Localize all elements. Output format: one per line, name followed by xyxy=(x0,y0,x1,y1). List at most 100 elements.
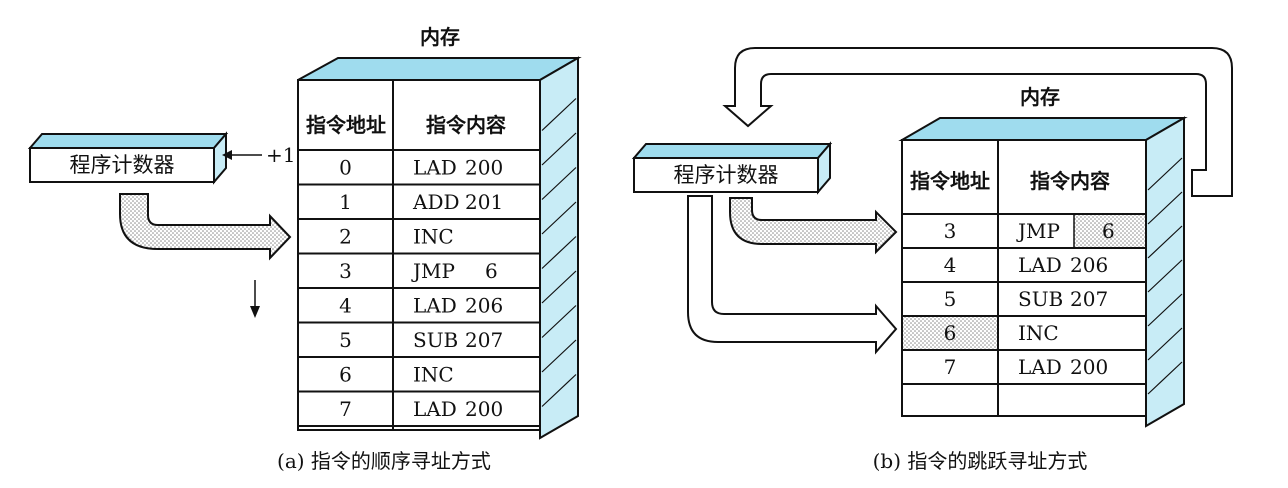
row-address: 5 xyxy=(944,287,957,311)
memory-row: 7 LAD 200 xyxy=(902,355,1146,385)
memory-row: 4 LAD 206 xyxy=(298,293,540,324)
increment-arrow: +1 xyxy=(222,143,295,167)
memory-row: 5 SUB 207 xyxy=(902,287,1146,317)
jump-fetch-arrow xyxy=(729,197,898,255)
row-address: 3 xyxy=(339,259,352,283)
side-hatch-line xyxy=(1147,259,1183,293)
memory-side-face-right xyxy=(1145,116,1185,428)
row-address: 0 xyxy=(339,155,352,179)
row-opcode: LAD xyxy=(413,155,457,179)
pc-label-right: 程序计数器 xyxy=(674,163,779,187)
memory-row: 7 LAD 200 xyxy=(298,397,540,427)
row-address: 5 xyxy=(339,328,352,352)
side-hatch-line xyxy=(541,305,577,338)
row-operand: 206 xyxy=(1070,253,1108,277)
sequential-down-arrow xyxy=(250,280,260,318)
col-header-content-right: 指令内容 xyxy=(1030,169,1110,193)
row-operand: 201 xyxy=(465,190,503,214)
col-header-address-left: 指令地址 xyxy=(306,113,386,137)
program-counter-left: 程序计数器 xyxy=(27,131,229,185)
row-address: 7 xyxy=(339,397,352,421)
side-hatch-line xyxy=(541,270,577,304)
row-operand: 206 xyxy=(465,293,503,317)
row-address: 6 xyxy=(339,362,352,386)
row-opcode: LAD xyxy=(1018,253,1062,277)
pc-front-right xyxy=(633,157,819,193)
program-counter-right: 程序计数器 xyxy=(631,141,833,195)
caption-right: (b) 指令的跳跃寻址方式 xyxy=(873,449,1088,473)
row-opcode: INC xyxy=(413,224,454,248)
memory-title-left: 内存 xyxy=(420,25,460,49)
row-opcode: LAD xyxy=(1018,355,1062,379)
row-address: 6 xyxy=(944,321,957,345)
side-hatch-line xyxy=(1147,361,1183,395)
memory-row: 0 LAD 200 xyxy=(298,155,540,186)
side-hatch-line xyxy=(541,98,577,131)
memory-row: 4 LAD 206 xyxy=(902,253,1146,283)
increment-label: +1 xyxy=(266,143,295,167)
side-hatch-line xyxy=(541,167,577,200)
memory-front-right xyxy=(901,139,1147,417)
row-opcode: JMP xyxy=(1016,219,1060,243)
row-opcode: INC xyxy=(413,362,454,386)
row-operand: 200 xyxy=(465,155,503,179)
highlighted-operand-cell xyxy=(1074,215,1145,247)
pc-front-left xyxy=(29,147,215,183)
side-hatch-line xyxy=(541,374,577,407)
row-address: 1 xyxy=(339,190,352,214)
side-hatch-line xyxy=(541,236,577,269)
side-hatch-line xyxy=(1147,293,1183,327)
side-hatch-line xyxy=(1147,327,1183,361)
caption-left: (a) 指令的顺序寻址方式 xyxy=(277,449,491,473)
row-address: 4 xyxy=(339,293,352,317)
memory-title-right: 内存 xyxy=(1020,85,1060,109)
row-address: 2 xyxy=(339,224,352,248)
sequential-fetch-arrow xyxy=(119,193,292,261)
row-operand: 200 xyxy=(1070,355,1108,379)
row-address: 3 xyxy=(944,219,957,243)
memory-row: 6 INC xyxy=(298,362,540,393)
pc-top-face-right xyxy=(631,143,833,159)
side-hatch-line xyxy=(541,132,577,166)
row-operand: 6 xyxy=(1102,219,1115,243)
pc-label-left: 程序计数器 xyxy=(70,153,175,177)
col-header-content-left: 指令内容 xyxy=(426,113,506,137)
row-opcode: SUB xyxy=(413,328,458,352)
highlighted-address-cell xyxy=(903,317,997,349)
row-address: 4 xyxy=(944,253,957,277)
row-operand: 207 xyxy=(1070,287,1108,311)
memory-side-hatch-right xyxy=(1147,157,1183,395)
row-address: 7 xyxy=(944,355,957,379)
memory-row: 2 INC xyxy=(298,224,540,255)
memory-top-face-left xyxy=(297,57,582,81)
side-hatch-line xyxy=(1147,191,1183,225)
row-opcode: JMP xyxy=(411,259,455,283)
memory-row: 3 JMP 6 xyxy=(298,259,540,289)
jump-feedback-arrow xyxy=(722,47,1233,197)
jump-target-arrow xyxy=(687,195,898,355)
memory-row: 6 INC xyxy=(902,317,1146,351)
row-operand: 200 xyxy=(465,397,503,421)
row-opcode: LAD xyxy=(413,293,457,317)
row-opcode: INC xyxy=(1018,321,1059,345)
side-hatch-line xyxy=(541,201,577,235)
row-opcode: SUB xyxy=(1018,287,1063,311)
row-operand: 6 xyxy=(485,259,498,283)
pc-top-face-left xyxy=(27,133,229,149)
side-hatch-line xyxy=(1147,225,1183,259)
memory-row: 3 JMP 6 xyxy=(902,214,1146,249)
row-operand: 207 xyxy=(465,328,503,352)
side-hatch-line xyxy=(1147,157,1183,191)
side-hatch-line xyxy=(541,339,577,373)
col-header-address-right: 指令地址 xyxy=(910,169,990,193)
row-opcode: LAD xyxy=(413,397,457,421)
memory-top-face-right xyxy=(898,117,1188,141)
memory-row: 5 SUB 207 xyxy=(298,328,540,358)
memory-side-hatch-left xyxy=(541,98,577,407)
